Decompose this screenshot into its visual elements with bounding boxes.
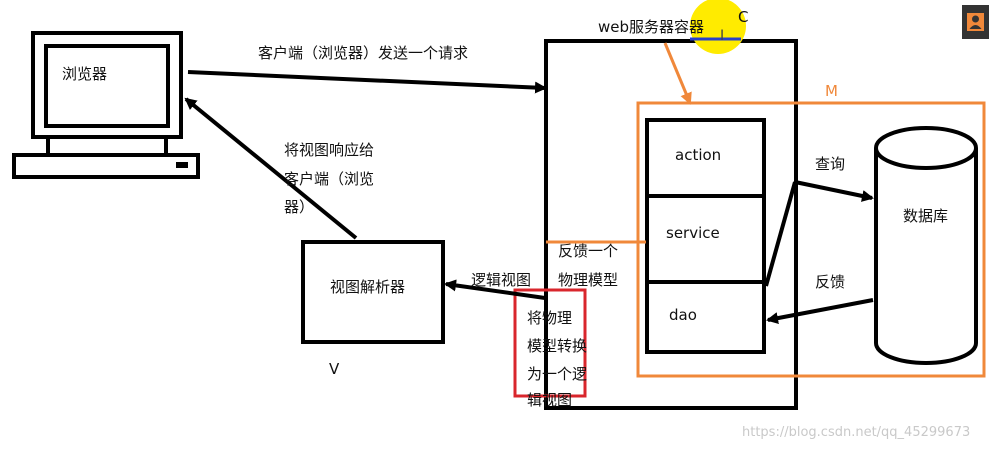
response-arrow [184,97,358,240]
monitor-stand [46,135,168,157]
response-label-3: 器） [284,198,314,216]
monitor-outer [31,31,183,139]
computer-base [12,153,200,179]
v-label: V [329,360,340,378]
watermark: https://blog.csdn.net/qq_45299673 [742,425,970,440]
database-cylinder: 数据库 [874,126,978,365]
m-label: M [825,82,838,100]
computer-icon: 浏览器 [12,31,200,179]
dao-layer [645,280,766,354]
dao-label: dao [669,306,697,324]
browser-label: 浏览器 [62,65,107,83]
request-arrow [187,70,547,94]
drive-slot [176,162,188,168]
query-label: 查询 [815,155,845,173]
c-label: C [738,8,748,26]
action-label: action [675,146,721,164]
request-label: 客户端（浏览器）发送一个请求 [258,44,468,62]
query-arrow [794,180,874,202]
person-icon [967,13,984,31]
feedback-physical-label-2: 物理模型 [558,271,618,289]
monitor-screen [44,44,170,128]
logical-view-label: 逻辑视图 [471,271,531,289]
model-box [636,101,986,378]
view-resolver-label: 视图解析器 [330,278,405,296]
orange-pointer-arrow [663,42,692,105]
logical-view-arrow [444,279,546,300]
convert-label-2: 模型转换 [527,337,587,355]
query-connector [764,181,797,287]
database-label: 数据库 [903,207,948,225]
response-label-2: 客户端（浏览 [284,170,374,188]
user-avatar-icon[interactable] [962,5,989,39]
convert-label-1: 将物理 [527,309,572,327]
web-server-container [544,39,798,410]
convert-label-4: 辑视图 [527,391,572,409]
feedback-arrow [766,298,874,325]
response-label-1: 将视图响应给 [284,141,374,159]
cursor-icon: I [720,28,724,44]
feedback-label: 反馈 [815,273,845,291]
feedback-physical-label-1: 反馈一个 [558,242,618,260]
convert-box [513,288,587,398]
web-container-label: web服务器容器 [598,18,704,36]
view-resolver-box [301,240,445,344]
service-label: service [666,224,720,242]
convert-label-3: 为一个逻 [527,365,587,383]
